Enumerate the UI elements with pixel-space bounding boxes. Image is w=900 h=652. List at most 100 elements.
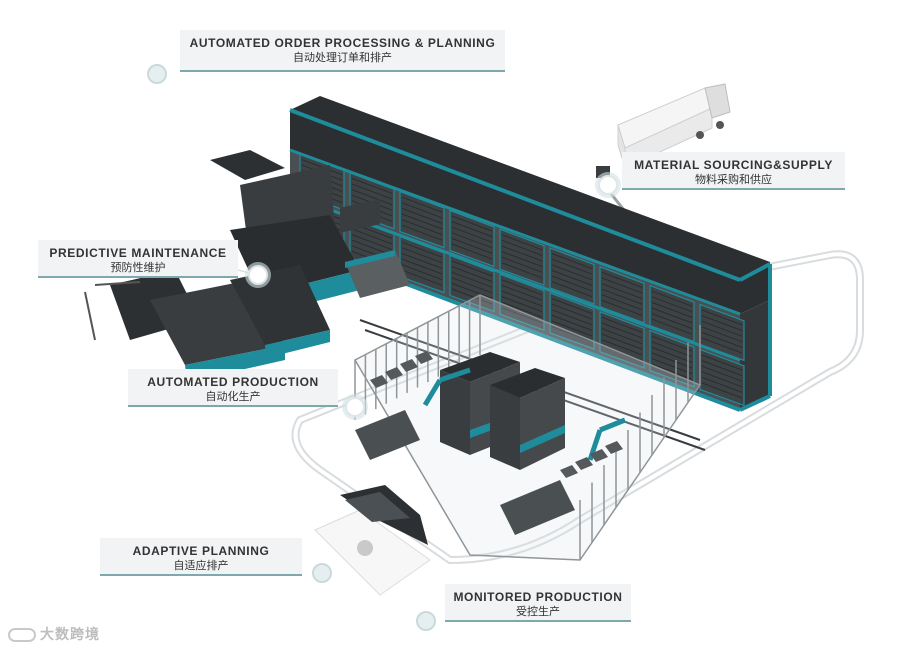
rack-shutter-line: [551, 275, 593, 292]
rack-shutter-line: [601, 294, 643, 311]
watermark-logo-icon: [8, 628, 36, 643]
rack-shutter-line: [451, 271, 493, 288]
callout-material-supply-title: MATERIAL SOURCING&SUPPLY: [634, 158, 833, 172]
callout-monitored-production-title: MONITORED PRODUCTION: [453, 590, 623, 604]
rack-shutter-line: [551, 326, 593, 343]
rack-shutter-line: [701, 360, 743, 377]
callout-monitored-production-subtitle: 受控生产: [516, 606, 560, 618]
rack-shutter-line: [601, 271, 643, 288]
rack-shutter-line: [501, 279, 543, 296]
rack-shutter-line: [451, 226, 493, 243]
rack-shutter-line: [501, 284, 543, 301]
rack-shutter-line: [351, 183, 393, 200]
pallet: [415, 351, 433, 364]
rack-shutter-line: [401, 219, 443, 236]
rack-shutter-line: [651, 352, 693, 369]
rack-shutter-line: [651, 341, 693, 358]
watermark: 大数跨境: [8, 624, 100, 644]
callout-material-supply-subtitle: 物料采购和供应: [695, 174, 772, 186]
rack-shutter-line: [451, 237, 493, 254]
rack-shutter-line: [651, 346, 693, 363]
rack-shutter-line: [551, 281, 593, 298]
rack-shutter-line: [401, 224, 443, 241]
rack-shutter-line: [601, 333, 643, 350]
storage-rack: [289, 96, 772, 412]
adaptive-planning-marker-icon: [312, 563, 332, 583]
monitored-production-marker-icon: [416, 611, 436, 631]
rack-shutter-line: [701, 331, 743, 348]
rack-module: [399, 190, 445, 249]
material-supply-marker-icon: [598, 175, 618, 195]
rack-shutter-line: [651, 318, 693, 335]
rack-shutter-line: [551, 303, 593, 320]
rack-shutter-line: [551, 298, 593, 315]
callout-predictive-maintenance: PREDICTIVE MAINTENANCE 预防性维护: [38, 240, 238, 278]
rack-shutter-line: [651, 363, 693, 380]
callout-predictive-maintenance-title: PREDICTIVE MAINTENANCE: [49, 246, 227, 260]
rack-module: [499, 228, 545, 287]
control-station: [314, 485, 431, 596]
rack-shutter-line: [651, 358, 693, 375]
pallet-area: [345, 250, 410, 298]
pallet: [560, 465, 578, 478]
rack-shutter-line: [651, 313, 693, 330]
rack-shutter-line: [351, 228, 393, 245]
rack-shutter-line: [401, 207, 443, 224]
rack-shutter-line: [401, 241, 443, 258]
callout-monitored-production: MONITORED PRODUCTION 受控生产: [445, 584, 631, 622]
rack-shutter-line: [601, 316, 643, 333]
rack-shutter-line: [451, 232, 493, 249]
callout-order-planning-subtitle: 自动处理订单和排产: [293, 52, 392, 64]
rack-shutter-line: [501, 301, 543, 318]
rack-shutter-line: [551, 320, 593, 337]
rack-shutter-line: [501, 239, 543, 256]
rack-shutter-line: [401, 264, 443, 281]
rack-shutter-line: [701, 326, 743, 343]
rack-shutter-line: [351, 234, 393, 251]
callout-automated-production: AUTOMATED PRODUCTION 自动化生产: [128, 369, 338, 407]
rack-shutter-line: [501, 256, 543, 273]
rack-shutter-line: [451, 282, 493, 299]
pallet: [385, 367, 403, 380]
rack-shutter-line: [401, 213, 443, 230]
rack-shutter-line: [701, 309, 743, 326]
rack-shutter-line: [401, 252, 443, 269]
rack-shutter-line: [701, 371, 743, 388]
rack-shutter-line: [401, 196, 443, 213]
rack-shutter-line: [501, 290, 543, 307]
rack-shutter-line: [501, 307, 543, 324]
rack-shutter-line: [701, 320, 743, 337]
rack-shutter-line: [351, 177, 393, 194]
rack-module: [599, 310, 645, 369]
watermark-text: 大数跨境: [40, 626, 100, 642]
rack-shutter-line: [601, 299, 643, 316]
rack-shutter-line: [651, 335, 693, 352]
rack-shutter-line: [501, 296, 543, 313]
pallet: [575, 457, 593, 470]
rack-shutter-line: [651, 296, 693, 313]
rack-module: [549, 292, 595, 350]
conveyor-left: [355, 410, 420, 460]
rack-shutter-line: [451, 221, 493, 238]
rack-shutter-line: [401, 202, 443, 219]
rack-shutter-line: [501, 251, 543, 268]
rack-shutter-line: [551, 258, 593, 275]
pallet: [370, 375, 388, 388]
press-brake-2: [490, 368, 565, 470]
rack-shutter-line: [601, 288, 643, 305]
rack-shutter-line: [601, 328, 643, 345]
robot-arm-1: [422, 367, 471, 407]
rack-shutter-line: [451, 260, 493, 277]
rack-shutter-line: [451, 288, 493, 305]
rack-shutter-line: [401, 247, 443, 264]
rack-shutter-line: [551, 314, 593, 331]
rack-shutter-line: [651, 301, 693, 318]
rack-module: [549, 247, 595, 305]
rack-shutter-line: [551, 264, 593, 281]
rack-shutter-line: [551, 309, 593, 326]
rack-shutter-line: [701, 337, 743, 354]
rack-module: [449, 209, 495, 268]
rack-module: [599, 265, 645, 324]
callout-predictive-maintenance-subtitle: 预防性维护: [110, 262, 166, 274]
callout-order-planning-title: AUTOMATED ORDER PROCESSING & PLANNING: [189, 36, 496, 50]
